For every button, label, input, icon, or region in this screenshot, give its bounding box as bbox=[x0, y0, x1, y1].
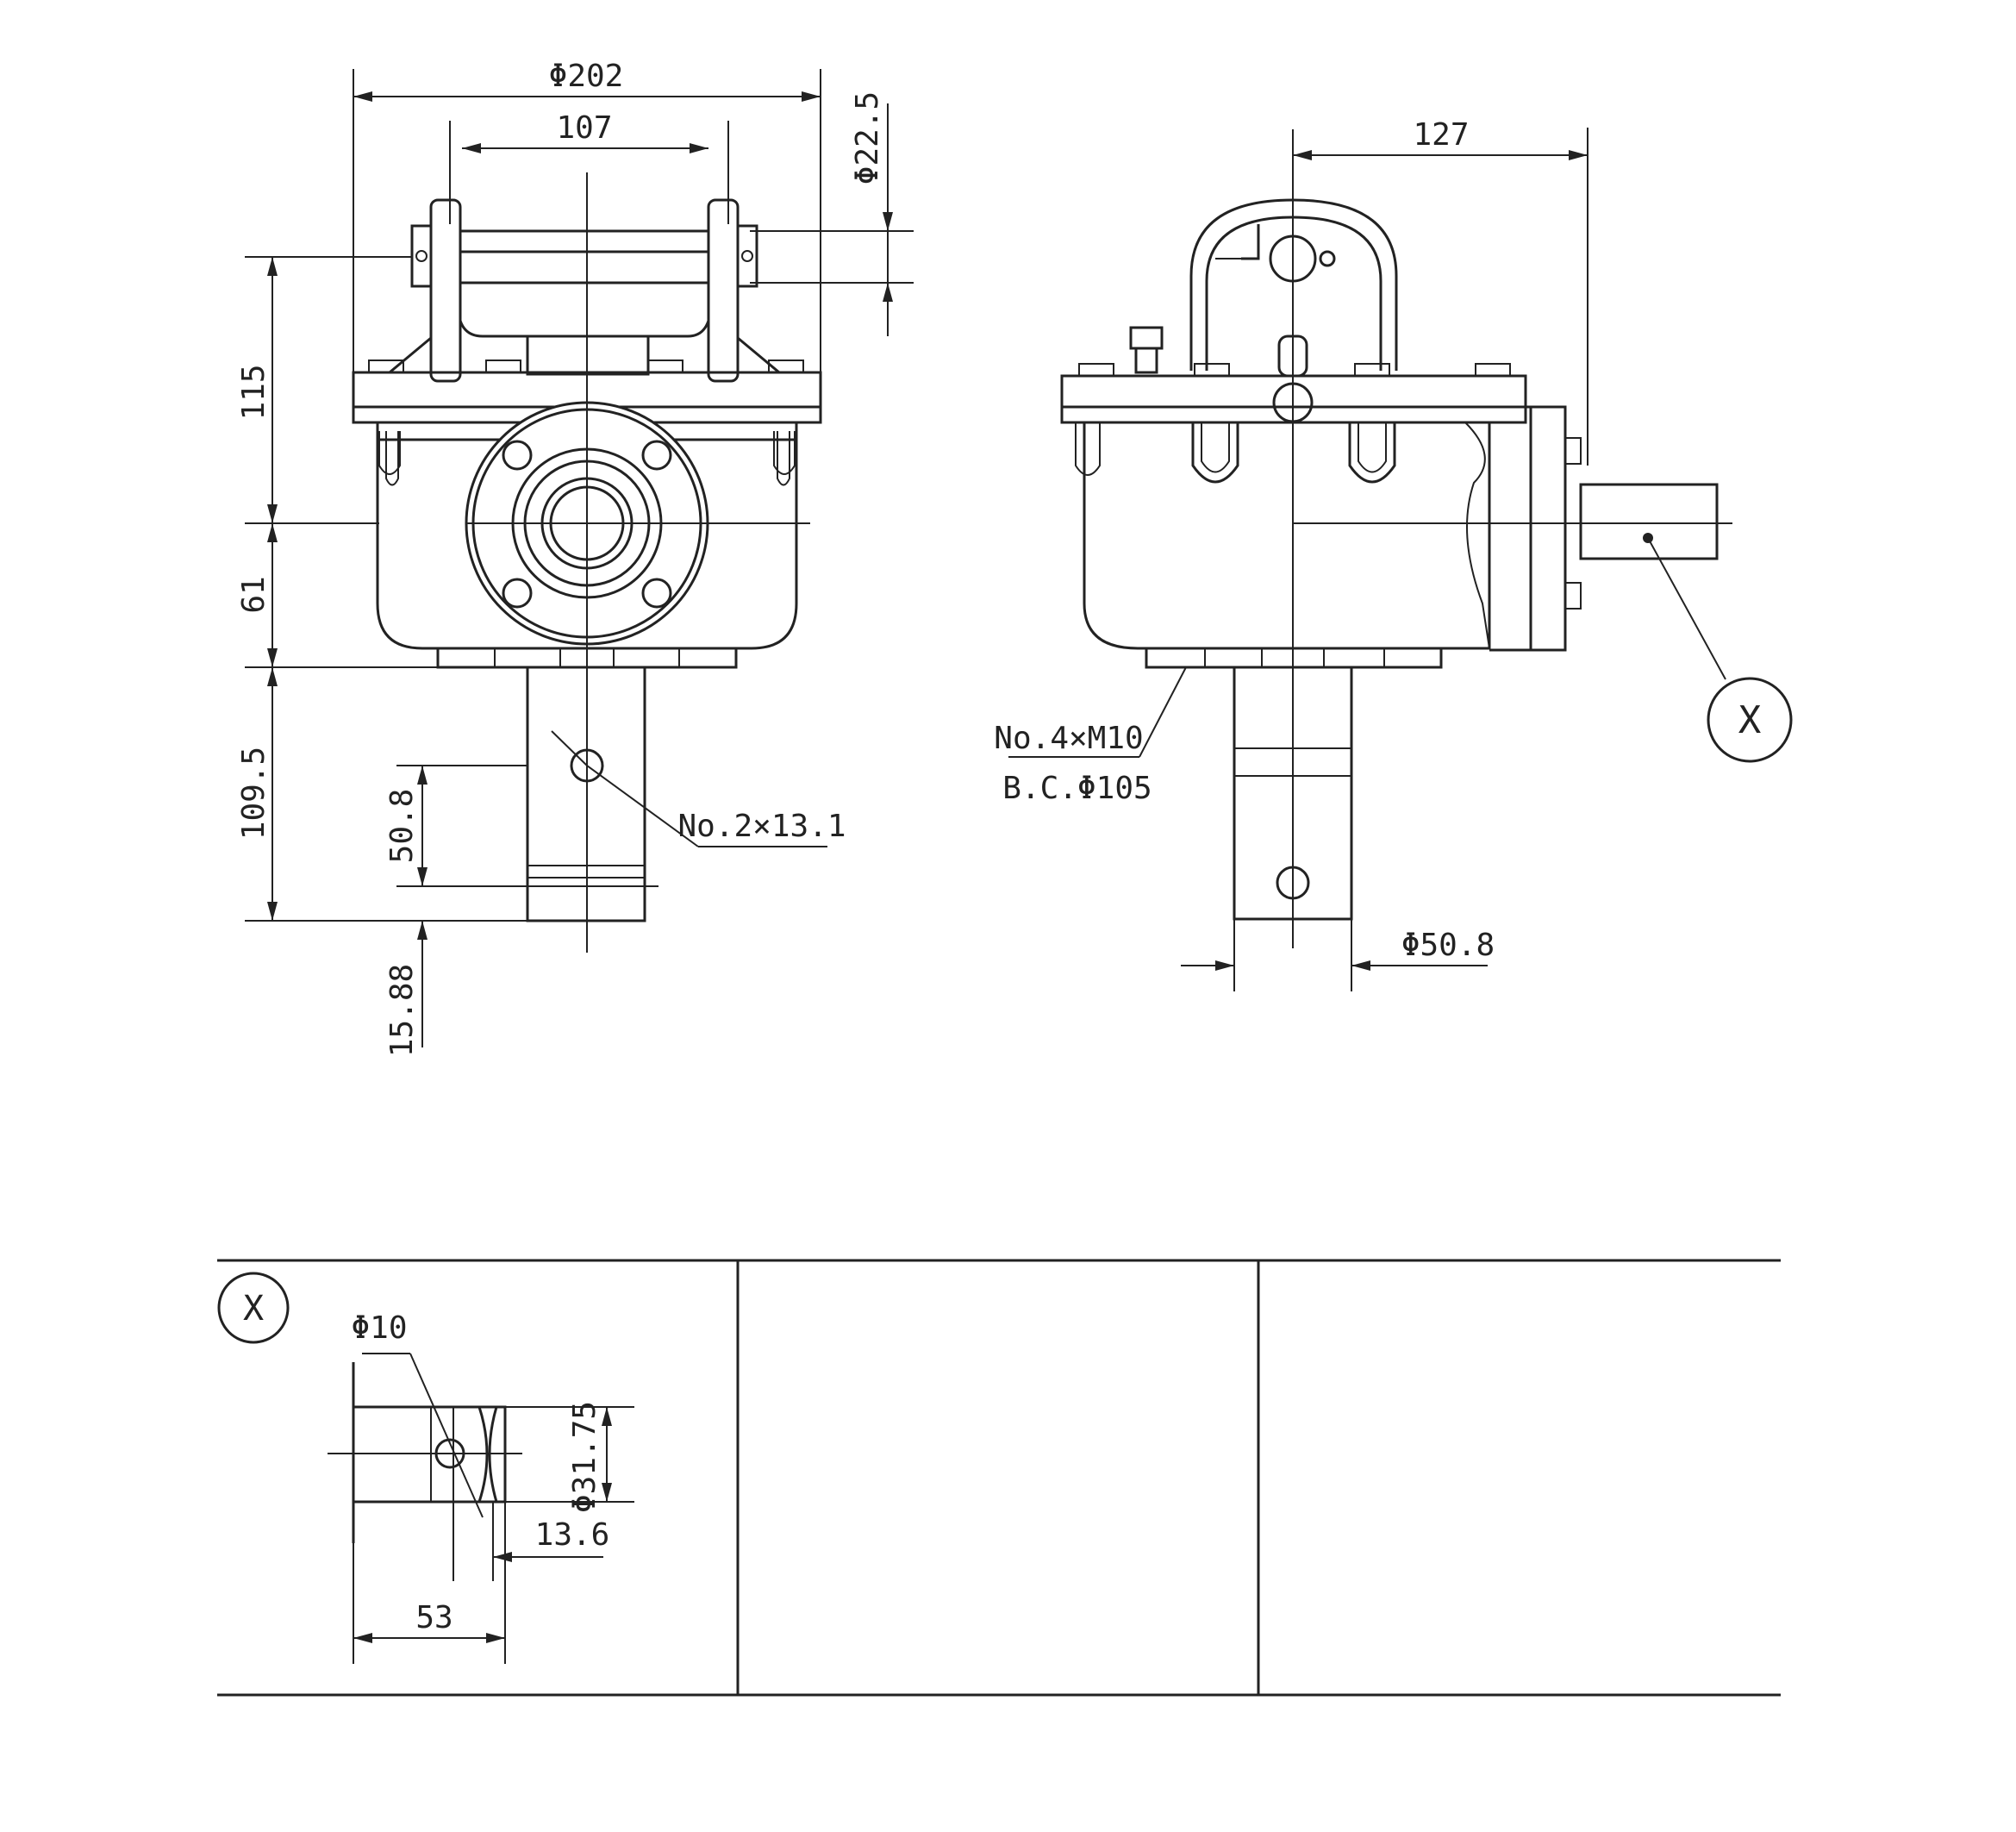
dim-front-inner: 107 bbox=[556, 110, 612, 146]
dim-front-pin: Φ22.5 bbox=[850, 91, 885, 184]
detail-groove: 13.6 bbox=[535, 1517, 610, 1553]
callout-label: X bbox=[1738, 698, 1762, 742]
detail-callout-circle bbox=[217, 1272, 290, 1344]
front-view: Φ202 107 Φ22.5 115 61 109.5 50.8 15.88 N… bbox=[236, 59, 914, 1057]
dim-front-h1: 115 bbox=[236, 364, 272, 420]
detail-hole: Φ10 bbox=[351, 1310, 407, 1346]
detail-label: X bbox=[243, 1289, 264, 1329]
dim-side-bolts: No.4×M10 bbox=[994, 721, 1143, 756]
dim-side-shaft: Φ50.8 bbox=[1401, 928, 1495, 963]
detail-length: 53 bbox=[415, 1600, 453, 1635]
dim-front-holes: No.2×13.1 bbox=[677, 809, 846, 844]
dim-side-offset: 127 bbox=[1413, 117, 1469, 153]
dim-side-bc: B.C.Φ105 bbox=[1002, 771, 1152, 806]
dim-front-hole-pos: 50.8 bbox=[384, 789, 420, 864]
callout-circle bbox=[1707, 677, 1793, 763]
detail-panel: X Φ10 Φ31.75 13.6 53 bbox=[217, 1259, 1781, 1697]
dim-front-h3: 109.5 bbox=[236, 747, 272, 840]
detail-shaft: Φ31.75 bbox=[567, 1401, 602, 1513]
dim-front-bottom: 15.88 bbox=[384, 964, 420, 1057]
dim-front-h2: 61 bbox=[236, 576, 272, 613]
side-view: 127 No.4×M10 B.C.Φ105 Φ50.8 X bbox=[994, 117, 1793, 991]
dim-front-width: Φ202 bbox=[549, 59, 624, 94]
